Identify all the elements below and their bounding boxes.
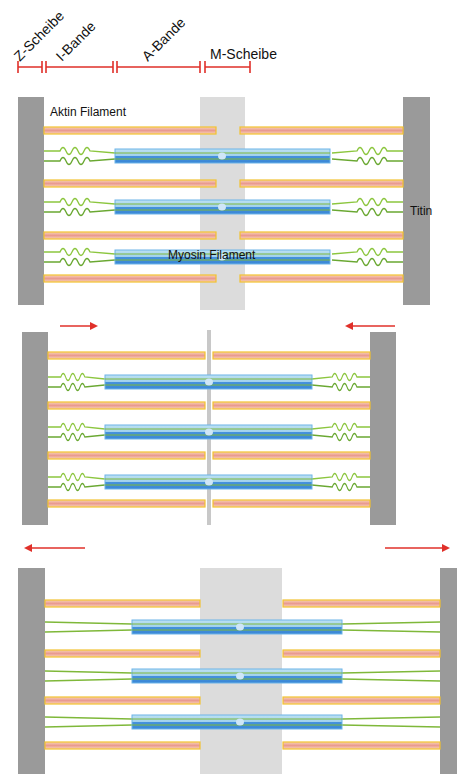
band-label: A-Bande [139, 14, 189, 64]
filament-label: Myosin Filament [168, 249, 255, 263]
sarcomere-stretched [18, 548, 457, 774]
band-label: M-Scheibe [210, 46, 277, 62]
band-brackets [18, 61, 250, 73]
sarcomere-contracted [22, 326, 396, 525]
sarcomere-rest [18, 97, 430, 310]
filament-label: Aktin Filament [50, 106, 126, 120]
filament-label: Titin [410, 205, 432, 219]
